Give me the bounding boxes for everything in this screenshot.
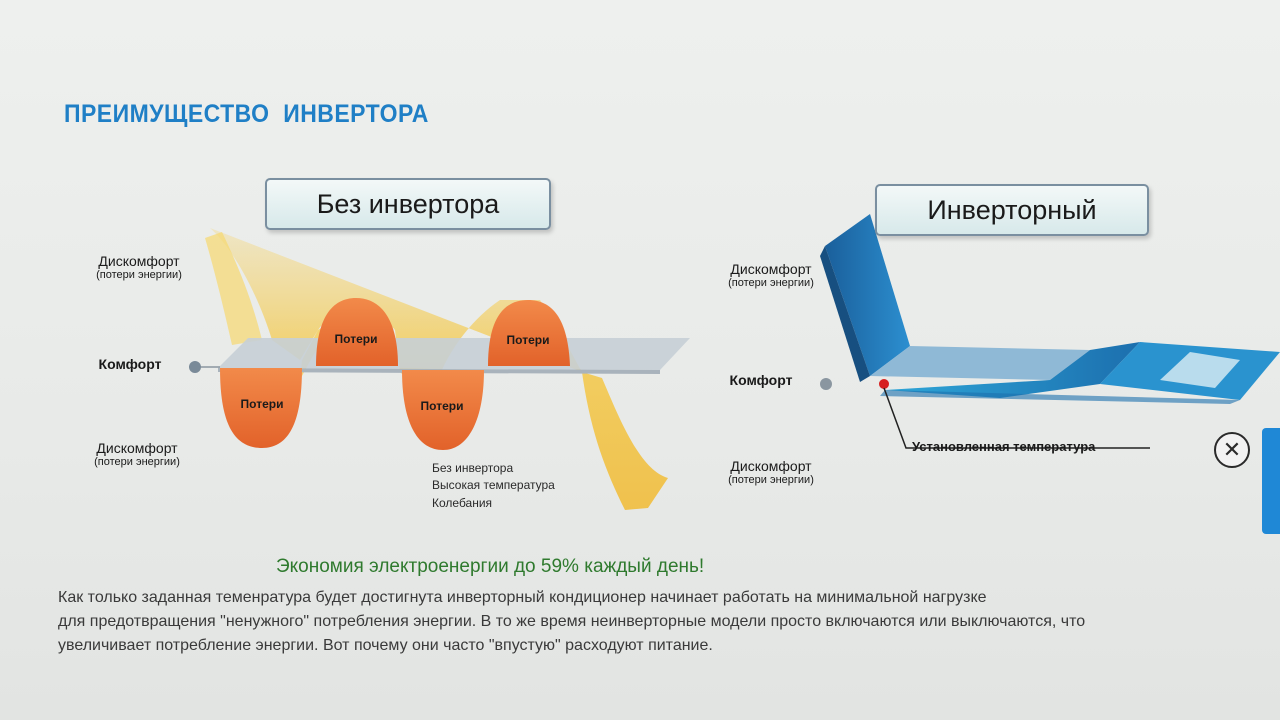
right-discomfort-top-main: Дискомфорт [730,261,812,277]
left-discomfort-bottom-main: Дискомфорт [96,440,178,456]
right-comfort-label: Комфорт [729,372,793,388]
right-discomfort-bottom: Дискомфорт (потери энергии) [696,458,846,487]
set-temperature-marker [879,379,889,389]
left-comfort-label: Комфорт [98,356,162,372]
left-discomfort-top-sub: (потери энергии) [96,269,182,282]
inverter-label: Инверторный [875,184,1149,236]
loss-label-1: Потери [240,397,284,411]
right-discomfort-top: Дискомфорт (потери энергии) [696,261,846,290]
inverter-ribbon [820,214,1280,404]
description-line-2: для предотвращения "ненужного" потреблен… [58,613,1086,630]
side-feedback-tab[interactable] [1262,428,1280,534]
comfort-marker-left [189,361,201,373]
loss-humps [220,298,570,450]
savings-slogan: Экономия электроенергии до 59% каждый де… [276,556,705,577]
loss-label-3: Потери [420,399,464,413]
description-line-3: увеличивает потребление энергии. Вот поч… [58,637,713,654]
left-discomfort-bottom-sub: (потери энергии) [94,456,180,469]
set-temperature-leader [883,387,1150,449]
left-discomfort-bottom: Дискомфорт (потери энергии) [62,440,212,469]
description-text: Как только заданная теменратура будет до… [58,586,1248,658]
right-discomfort-top-sub: (потери энергии) [728,277,814,290]
section-title: ПРЕИМУЩЕСТВО ИНВЕРТОРА [64,100,429,128]
loss-label-2: Потери [334,332,378,346]
comfort-marker-right [820,378,832,390]
close-icon[interactable]: ✕ [1214,432,1250,468]
left-discomfort-top: Дискомфорт (потери энергии) [64,253,214,282]
non-inverter-label: Без инвертора [265,178,551,230]
note-line-3: Колебания [432,495,493,510]
non-inverter-note: Без инвертора Высокая температура Колеба… [432,460,555,512]
note-line-1: Без инвертора [432,461,514,475]
left-discomfort-top-main: Дискомфорт [98,253,180,269]
set-temperature-label: Установленная температура [912,439,1096,454]
loss-label-4: Потери [506,333,550,347]
right-discomfort-bottom-main: Дискомфорт [730,458,812,474]
right-discomfort-bottom-sub: (потери энергии) [728,474,814,487]
description-line-1: Как только заданная теменратура будет до… [58,589,987,606]
note-line-2: Высокая температура [432,478,555,493]
